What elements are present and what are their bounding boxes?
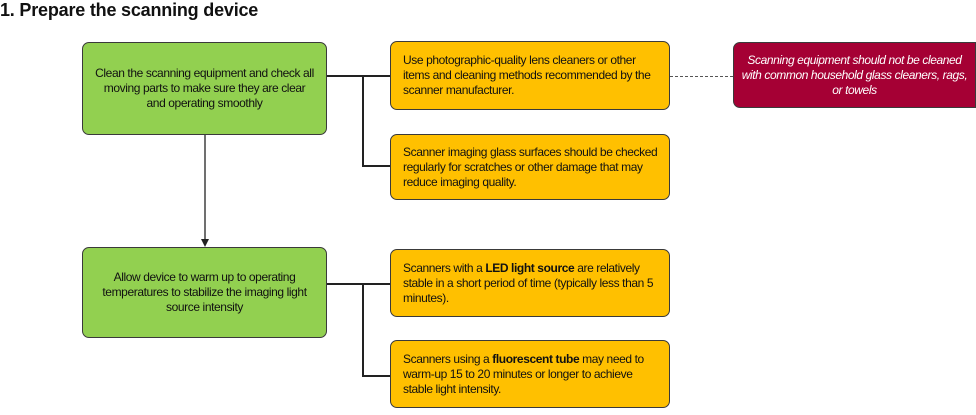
note-fluorescent-tube-text: Scanners using a fluorescent tube may ne… [403, 352, 661, 397]
note-led-bold: LED light source [485, 260, 575, 275]
step-warm-up-device-text: Allow device to warm up to operating tem… [102, 270, 307, 314]
connector-to-note-1b [362, 165, 390, 167]
page-title: 1. Prepare the scanning device [0, 0, 259, 20]
connector-to-note-2a [362, 283, 390, 285]
step-clean-equipment-text: Clean the scanning equipment and check a… [95, 66, 314, 110]
step-clean-equipment: Clean the scanning equipment and check a… [82, 42, 327, 135]
note-led-post: are relatively stable in a short period … [403, 260, 654, 305]
connector-to-note-2b [362, 375, 390, 377]
connector-step2-to-bracket [326, 283, 363, 285]
warning-household-cleaners-text: Scanning equipment should not be cleaned… [741, 52, 968, 97]
connector-bracket2-vertical [362, 283, 364, 376]
connector-step1-to-bracket [326, 75, 363, 77]
note-fluorescent-tube: Scanners using a fluorescent tube may ne… [390, 340, 670, 408]
note-fluorescent-pre: Scanners using a [403, 351, 493, 366]
connector-bracket1-vertical [362, 75, 364, 166]
note-led-light-source-text: Scanners with a LED light source are rel… [403, 261, 661, 306]
step-warm-up-device: Allow device to warm up to operating tem… [82, 247, 327, 338]
note-led-light-source: Scanners with a LED light source are rel… [390, 249, 670, 317]
note-fluorescent-post: may need to warm-up 15 to 20 minutes or … [403, 351, 644, 396]
note-imaging-glass-text: Scanner imaging glass surfaces should be… [403, 144, 658, 189]
note-lens-cleaners-text: Use photographic-quality lens cleaners o… [403, 53, 651, 97]
note-lens-cleaners: Use photographic-quality lens cleaners o… [390, 41, 670, 110]
connector-warning-dashed [670, 76, 733, 77]
connector-to-note-1a [362, 75, 390, 77]
warning-household-cleaners: Scanning equipment should not be cleaned… [733, 42, 976, 108]
note-led-pre: Scanners with a [403, 260, 486, 275]
note-imaging-glass: Scanner imaging glass surfaces should be… [390, 134, 670, 200]
note-fluorescent-bold: fluorescent tube [492, 351, 580, 366]
